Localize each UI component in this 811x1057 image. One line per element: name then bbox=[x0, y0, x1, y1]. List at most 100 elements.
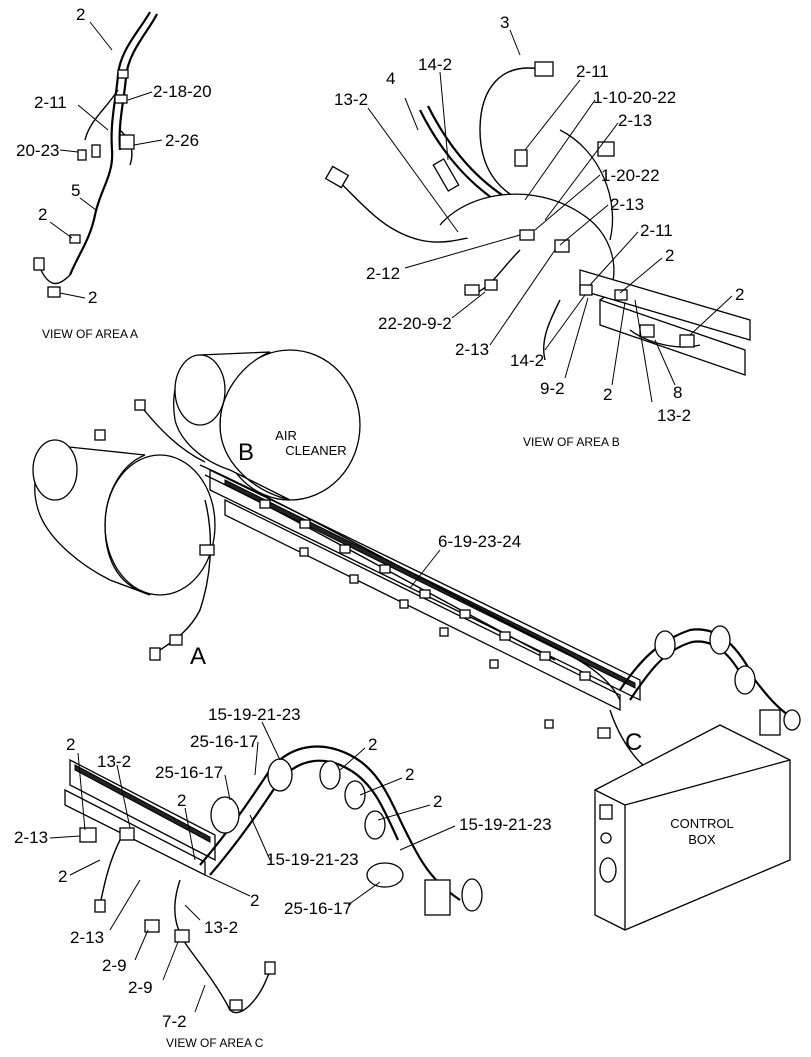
area-a-marker: A bbox=[190, 643, 206, 670]
clip-part bbox=[144, 919, 160, 933]
callout: 5 bbox=[71, 181, 80, 200]
clip-part bbox=[79, 827, 97, 843]
connector-part bbox=[91, 144, 101, 158]
control-box-port bbox=[599, 857, 617, 883]
callout: 13-2 bbox=[204, 918, 238, 937]
connector-part bbox=[783, 709, 801, 731]
connector-part bbox=[489, 659, 499, 669]
connector-part bbox=[484, 279, 498, 291]
connector-part bbox=[439, 627, 449, 637]
callout: 1-20-22 bbox=[601, 166, 660, 185]
clip-part bbox=[419, 589, 431, 599]
callout: 2-13 bbox=[455, 340, 489, 359]
clamp-part bbox=[709, 625, 731, 655]
callout: 4 bbox=[386, 69, 395, 88]
callout: 2 bbox=[66, 735, 75, 754]
callout: 2 bbox=[665, 246, 674, 265]
callout: 7-2 bbox=[162, 1012, 187, 1031]
callout: 15-19-21-23 bbox=[459, 815, 552, 834]
clamp-part bbox=[344, 780, 366, 810]
harness-to-control-box-2 bbox=[629, 640, 749, 701]
clip-part bbox=[514, 149, 528, 167]
callout: 2-26 bbox=[165, 131, 199, 150]
callout: 14-2 bbox=[418, 55, 452, 74]
frame-rail-strip bbox=[74, 764, 211, 843]
callout: 25-16-17 bbox=[284, 899, 352, 918]
clip-part bbox=[639, 324, 655, 338]
frame-rail bbox=[579, 269, 751, 341]
main-assembly: AIR CLEANER bbox=[32, 349, 801, 931]
area-b-marker: B bbox=[238, 439, 254, 466]
clip-part bbox=[174, 929, 190, 943]
connector-part bbox=[299, 547, 309, 557]
area-c-lower-wire bbox=[174, 879, 271, 1014]
callout: 13-2 bbox=[97, 752, 131, 771]
view-area-a: 2 2-18-20 2-11 2-26 20-23 5 2 2 VIEW OF … bbox=[16, 5, 212, 341]
callout: 2 bbox=[433, 792, 442, 811]
callout: 2 bbox=[76, 5, 85, 24]
clip-part bbox=[114, 94, 128, 104]
clamp-part bbox=[364, 810, 386, 840]
clip-part bbox=[579, 671, 591, 681]
callout: 2 bbox=[603, 385, 612, 404]
control-box-edge bbox=[624, 759, 791, 806]
clip-part bbox=[614, 289, 628, 301]
callout: 2-13 bbox=[70, 928, 104, 947]
clip-part bbox=[169, 634, 183, 646]
callout: 6-19-23-24 bbox=[438, 532, 521, 551]
clip-part bbox=[519, 229, 535, 241]
connector-part bbox=[264, 961, 276, 975]
connector-part bbox=[464, 284, 480, 296]
air-cleaner-label: AIR bbox=[275, 428, 297, 443]
area-b-caption: VIEW OF AREA B bbox=[523, 435, 620, 449]
connector-part bbox=[77, 149, 87, 161]
callout: 2 bbox=[177, 791, 186, 810]
connector-part bbox=[349, 574, 359, 584]
area-c-harness-2 bbox=[209, 759, 399, 876]
view-area-b: 3 14-2 2-11 4 1-10-20-22 13-2 2-13 1-20-… bbox=[324, 13, 751, 449]
area-b-sensor-wire bbox=[479, 67, 546, 201]
clip-part bbox=[134, 399, 146, 411]
clip-part bbox=[199, 544, 215, 556]
clamp-part bbox=[210, 796, 240, 834]
callout: 22-20-9-2 bbox=[378, 314, 452, 333]
connector-part bbox=[33, 257, 45, 271]
frame-rail-lower bbox=[599, 299, 746, 376]
callout: 25-16-17 bbox=[190, 732, 258, 751]
callout: 9-2 bbox=[540, 379, 565, 398]
sensor-part bbox=[324, 165, 350, 189]
connector-part bbox=[399, 599, 409, 609]
callout: 2-9 bbox=[128, 978, 153, 997]
sensor-part bbox=[534, 61, 554, 77]
callout: 2 bbox=[405, 765, 414, 784]
area-c-harness bbox=[199, 745, 461, 901]
clip-part bbox=[499, 631, 511, 641]
clip-part bbox=[339, 544, 351, 554]
callout: 15-19-21-23 bbox=[208, 705, 301, 724]
clip-part bbox=[679, 334, 695, 348]
connector-part bbox=[149, 647, 161, 661]
main-harness bbox=[199, 464, 621, 701]
callout: 25-16-17 bbox=[155, 763, 223, 782]
air-cleaner-label: CLEANER bbox=[285, 443, 346, 458]
connector-part bbox=[461, 878, 483, 912]
clip-part bbox=[539, 651, 551, 661]
branch-top bbox=[139, 404, 206, 463]
callout: 13-2 bbox=[657, 406, 691, 425]
callout: 2 bbox=[368, 735, 377, 754]
connector-part bbox=[432, 158, 460, 192]
clip-part bbox=[47, 286, 61, 298]
callout: 13-2 bbox=[334, 90, 368, 109]
area-b-branch-2 bbox=[543, 299, 561, 361]
frame-rail-lower bbox=[224, 498, 621, 712]
callout: 8 bbox=[673, 383, 682, 402]
callout: 2 bbox=[38, 205, 47, 224]
area-b-left-wire bbox=[334, 177, 481, 243]
clip-part bbox=[229, 999, 243, 1011]
control-box bbox=[594, 724, 791, 931]
callout: 15-19-21-23 bbox=[266, 850, 359, 869]
clip-part bbox=[299, 519, 311, 529]
air-cleaner-cap bbox=[597, 141, 615, 157]
